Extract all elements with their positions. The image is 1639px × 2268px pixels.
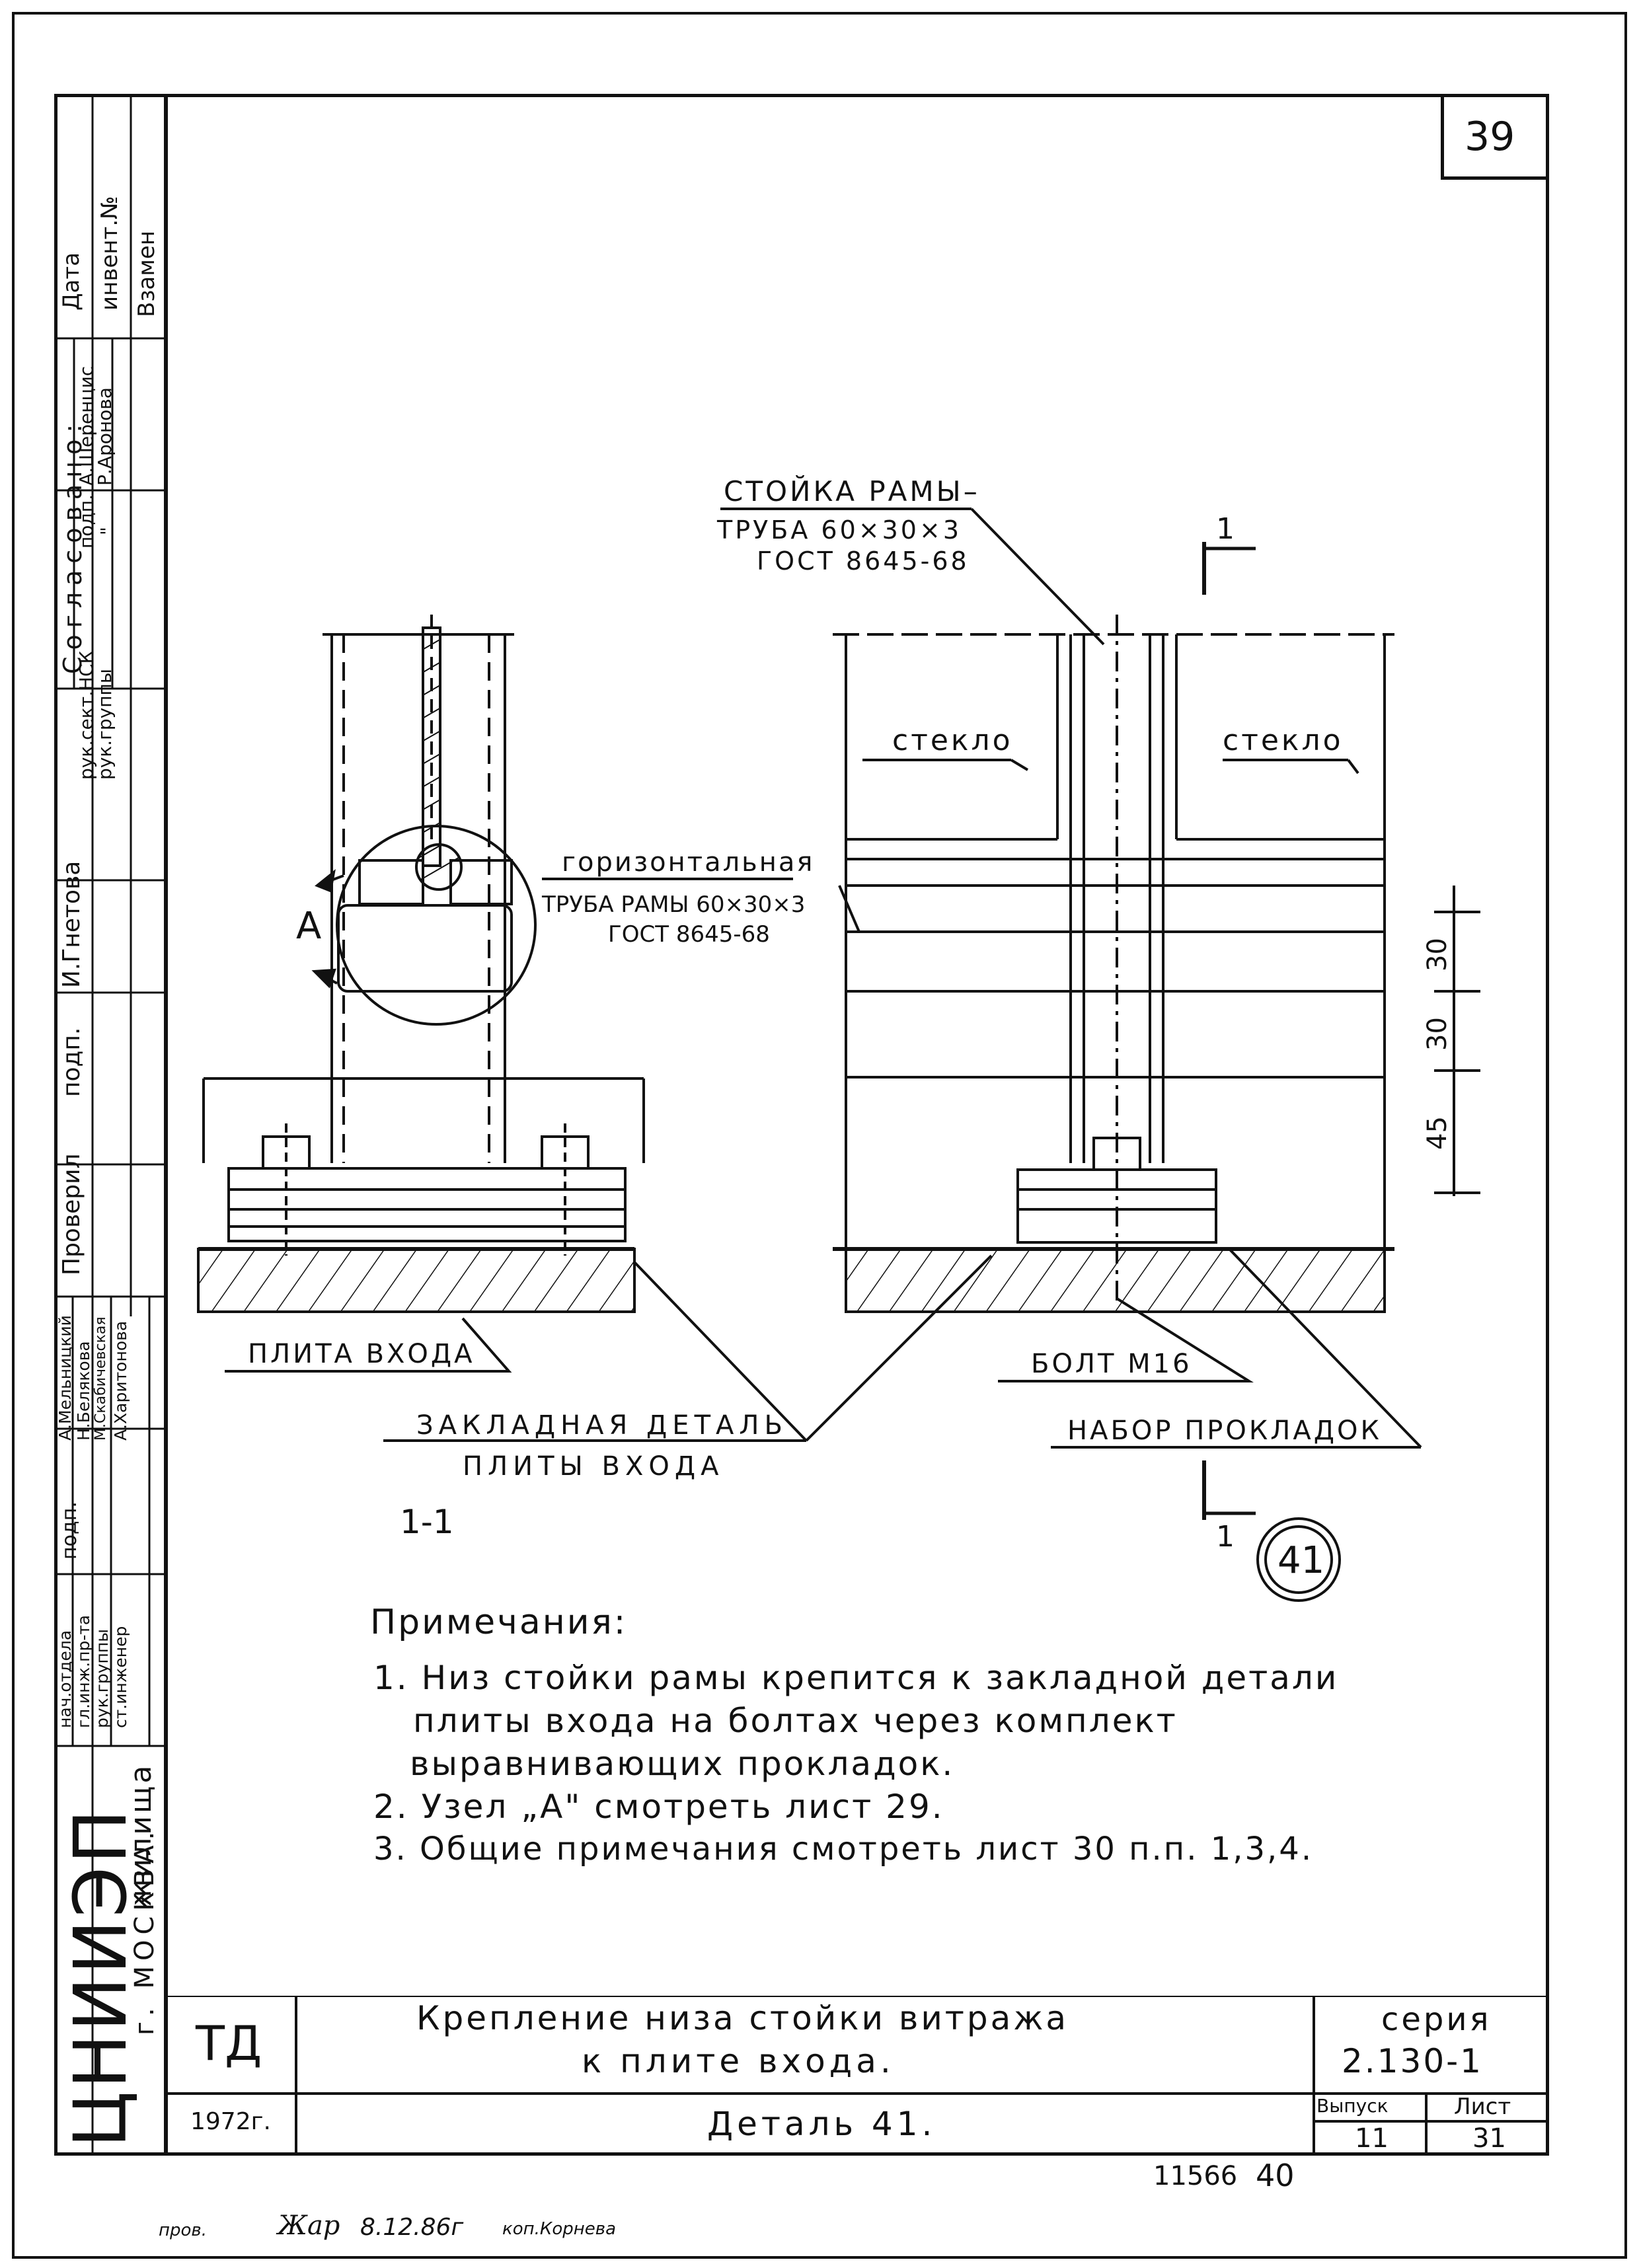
series-value: 2.130-1 bbox=[1342, 2042, 1483, 2080]
technical-drawing: СТОЙКА РАМЫ– ТРУБА 60×30×3 ГОСТ 8645-68 … bbox=[197, 474, 1480, 1602]
node-a-label: А bbox=[296, 905, 321, 948]
issue-label: Выпуск bbox=[1316, 2095, 1389, 2117]
footer-copy: коп.Корнева bbox=[502, 2219, 616, 2239]
note-1-line-2: плиты входа на болтах через комплект bbox=[413, 1702, 1178, 1740]
zakl-label-2: ПЛИТЫ ВХОДА bbox=[463, 1451, 724, 1482]
series-label: серия bbox=[1381, 2001, 1492, 2038]
dim-45: 45 bbox=[1422, 1116, 1453, 1150]
sheet-label: Лист bbox=[1454, 2094, 1511, 2120]
approval-strip-grid bbox=[54, 94, 168, 2156]
zakl-label-1: ЗАКЛАДНАЯ ДЕТАЛЬ bbox=[416, 1410, 788, 1441]
plita-label: ПЛИТА ВХОДА bbox=[248, 1339, 475, 1369]
issue-value: 11 bbox=[1355, 2123, 1389, 2154]
footer-checked-label: пров. bbox=[159, 2220, 207, 2240]
stoyka-label-2: ТРУБА 60×30×3 bbox=[716, 515, 962, 545]
sheet-number-box bbox=[1441, 94, 1549, 180]
title-line-2: к плите входа. bbox=[582, 2042, 895, 2080]
subtitle: Деталь 41. bbox=[707, 2105, 936, 2143]
archive-page: 40 bbox=[1256, 2158, 1295, 2193]
sheet-number: 39 bbox=[1465, 114, 1515, 160]
dim-30-top: 30 bbox=[1422, 938, 1453, 971]
horiz-label-2: ТРУБА РАМЫ 60×30×3 bbox=[541, 891, 805, 918]
note-2: 2. Узел „А" смотреть лист 29. bbox=[373, 1788, 944, 1826]
note-1-line-1: 1. Низ стойки рамы крепится к закладной … bbox=[373, 1659, 1339, 1697]
notes-heading: Примечания: bbox=[370, 1603, 628, 1642]
doc-code: ТД bbox=[196, 2016, 262, 2071]
left-approval-strip bbox=[54, 94, 168, 2156]
steklo-right: стекло bbox=[1223, 724, 1344, 757]
title-line-1: Крепление низа стойки витража bbox=[416, 1999, 1069, 2037]
footer-signature: Жар bbox=[278, 2211, 340, 2241]
stoyka-label-1: СТОЙКА РАМЫ– bbox=[724, 474, 980, 508]
bolt-label: БОЛТ М16 bbox=[1031, 1349, 1192, 1379]
dim-30-mid: 30 bbox=[1422, 1017, 1453, 1051]
section-title: 1-1 bbox=[400, 1503, 454, 1541]
archive-number: 11566 bbox=[1153, 2161, 1238, 2191]
section-mark-bottom: 1 bbox=[1216, 1520, 1235, 1554]
horiz-label-1: горизонтальная bbox=[562, 847, 814, 878]
nabor-label: НАБОР ПРОКЛАДОК bbox=[1067, 1416, 1382, 1446]
sheet-value: 31 bbox=[1472, 2123, 1506, 2154]
horiz-label-3: ГОСТ 8645-68 bbox=[608, 921, 770, 948]
note-1-line-3: выравнивающих прокладок. bbox=[410, 1745, 955, 1783]
section-mark-top: 1 bbox=[1216, 512, 1235, 546]
steklo-left: стекло bbox=[892, 724, 1013, 757]
title-block-grid bbox=[164, 1996, 1549, 2156]
org-city: г. МОСКВА. bbox=[130, 1826, 160, 2035]
sheet-border bbox=[12, 12, 1627, 2259]
note-3: 3. Общие примечания смотреть лист 30 п.п… bbox=[373, 1831, 1314, 1868]
doc-year: 1972г. bbox=[190, 2108, 271, 2135]
stoyka-label-3: ГОСТ 8645-68 bbox=[757, 547, 970, 576]
footer-date: 8.12.86г bbox=[360, 2214, 464, 2241]
detail-number: 41 bbox=[1277, 1539, 1324, 1582]
